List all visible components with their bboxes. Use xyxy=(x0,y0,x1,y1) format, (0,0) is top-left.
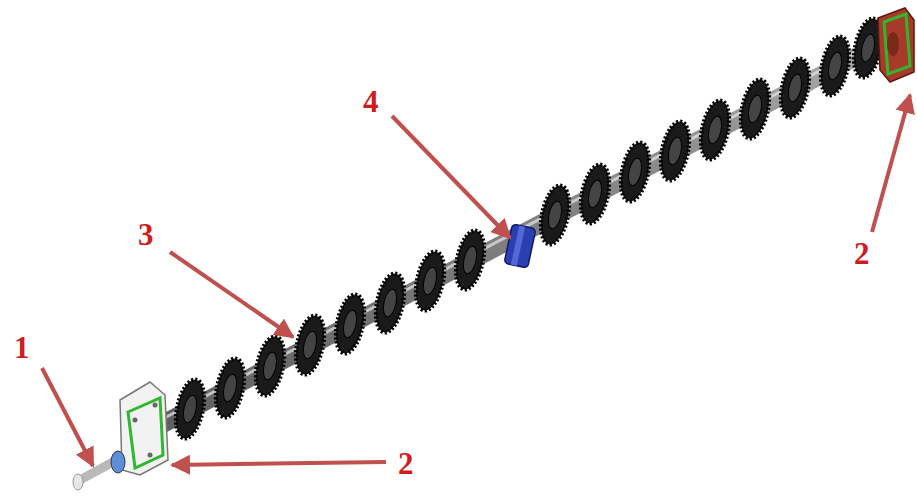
star-wheels xyxy=(171,16,887,441)
middle-bearing xyxy=(504,224,536,268)
left-bracket xyxy=(111,382,168,475)
callout-number: 4 xyxy=(363,86,379,117)
callout-number: 1 xyxy=(14,332,30,363)
callout-number: 3 xyxy=(138,219,154,250)
leader-arrows xyxy=(42,95,910,466)
right-bracket xyxy=(878,8,914,82)
callout-number: 2 xyxy=(398,448,414,479)
callout-number: 2 xyxy=(854,238,870,269)
